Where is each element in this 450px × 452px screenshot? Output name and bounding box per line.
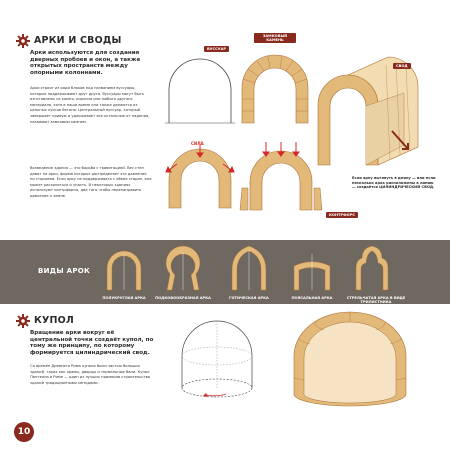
- arch-type-trefoil: СТРЕЛЬЧАТАЯ АРКА В ВИДЕ ТРИЛИСТНИКА: [346, 296, 406, 305]
- tag-keystone: ЗАМКОВЫЙ КАМЕНЬ: [254, 33, 296, 44]
- paragraph-arches-2: Возведение здания — это борьба с гравита…: [30, 166, 152, 198]
- arch-type-semicircular: ПОЛУКРУГЛАЯ АРКА: [102, 296, 146, 300]
- brick-arch-diagram: [241, 54, 309, 124]
- tag-voussoir: ВУССУАР: [204, 46, 229, 53]
- gear-icon: [16, 34, 30, 48]
- force-label: СИЛА: [191, 141, 204, 146]
- tag-buttress: КОНТРФОРС: [326, 212, 358, 219]
- arch-outline-diagram: [165, 58, 235, 124]
- gear-icon: [16, 314, 30, 328]
- barrel-vault-diagram: [317, 56, 419, 166]
- lead-dome: Вращение арки вокруг её центральной точк…: [30, 330, 154, 356]
- arch-type-segmental: ПОЯСАЛЬНАЯ АРКА: [291, 296, 333, 300]
- arch-types-drawings: [106, 245, 389, 291]
- arch-types-label: ВИДЫ АРОК: [38, 267, 91, 275]
- paragraph-arches-1: Арки строят из ряда блоков под названием…: [30, 86, 150, 124]
- section-title-arches: АРКИ И СВОДЫ: [34, 35, 122, 46]
- tag-vault: СВОД: [393, 63, 411, 70]
- section-title-dome: КУПОЛ: [34, 315, 75, 326]
- force-arch-diagram: [165, 144, 235, 209]
- barrel-vault-note: Если арку вытянуть в длину — или если не…: [352, 176, 436, 190]
- dome-brick-diagram: [293, 311, 407, 407]
- arch-type-gothic: ГОТИЧЕСКАЯ АРКА: [229, 296, 269, 300]
- page-number: 10: [14, 422, 34, 442]
- lead-arches: Арки используются для создания дверных п…: [30, 50, 141, 76]
- arch-type-horseshoe: ПОДКОВООБРАЗНАЯ АРКА: [155, 296, 211, 300]
- paragraph-dome-1: Со времён Древнего Рима купола были част…: [30, 364, 151, 385]
- dome-outline-diagram: [181, 320, 253, 398]
- buttress-arch-diagram: [239, 142, 323, 211]
